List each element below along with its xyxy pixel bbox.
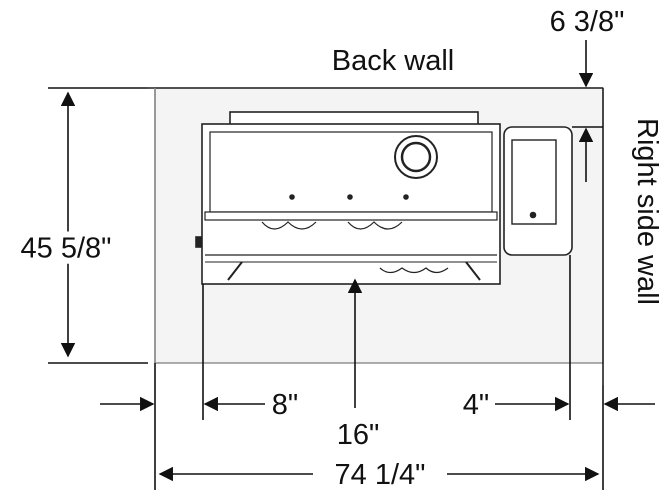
center-dimension-label: 16"	[337, 419, 380, 451]
back-offset-dimension-label: 6 3/8"	[550, 6, 625, 38]
depth-dimension-label: 45 5/8"	[21, 233, 112, 265]
total-width-label: 74 1/4"	[335, 459, 426, 491]
left-clearance-label: 8"	[272, 389, 298, 421]
burner-components	[261, 221, 449, 274]
unit-ledge	[204, 211, 498, 221]
fireplace-unit	[195, 111, 573, 285]
right-clearance-label: 4"	[463, 389, 489, 421]
back-wall-label: Back wall	[332, 45, 455, 77]
dimension-lines	[48, 40, 655, 490]
right-side-wall-label: Right side wall	[631, 118, 663, 305]
control-panel	[511, 139, 557, 225]
unit-firebox	[209, 131, 493, 213]
flue-inner	[400, 141, 432, 173]
